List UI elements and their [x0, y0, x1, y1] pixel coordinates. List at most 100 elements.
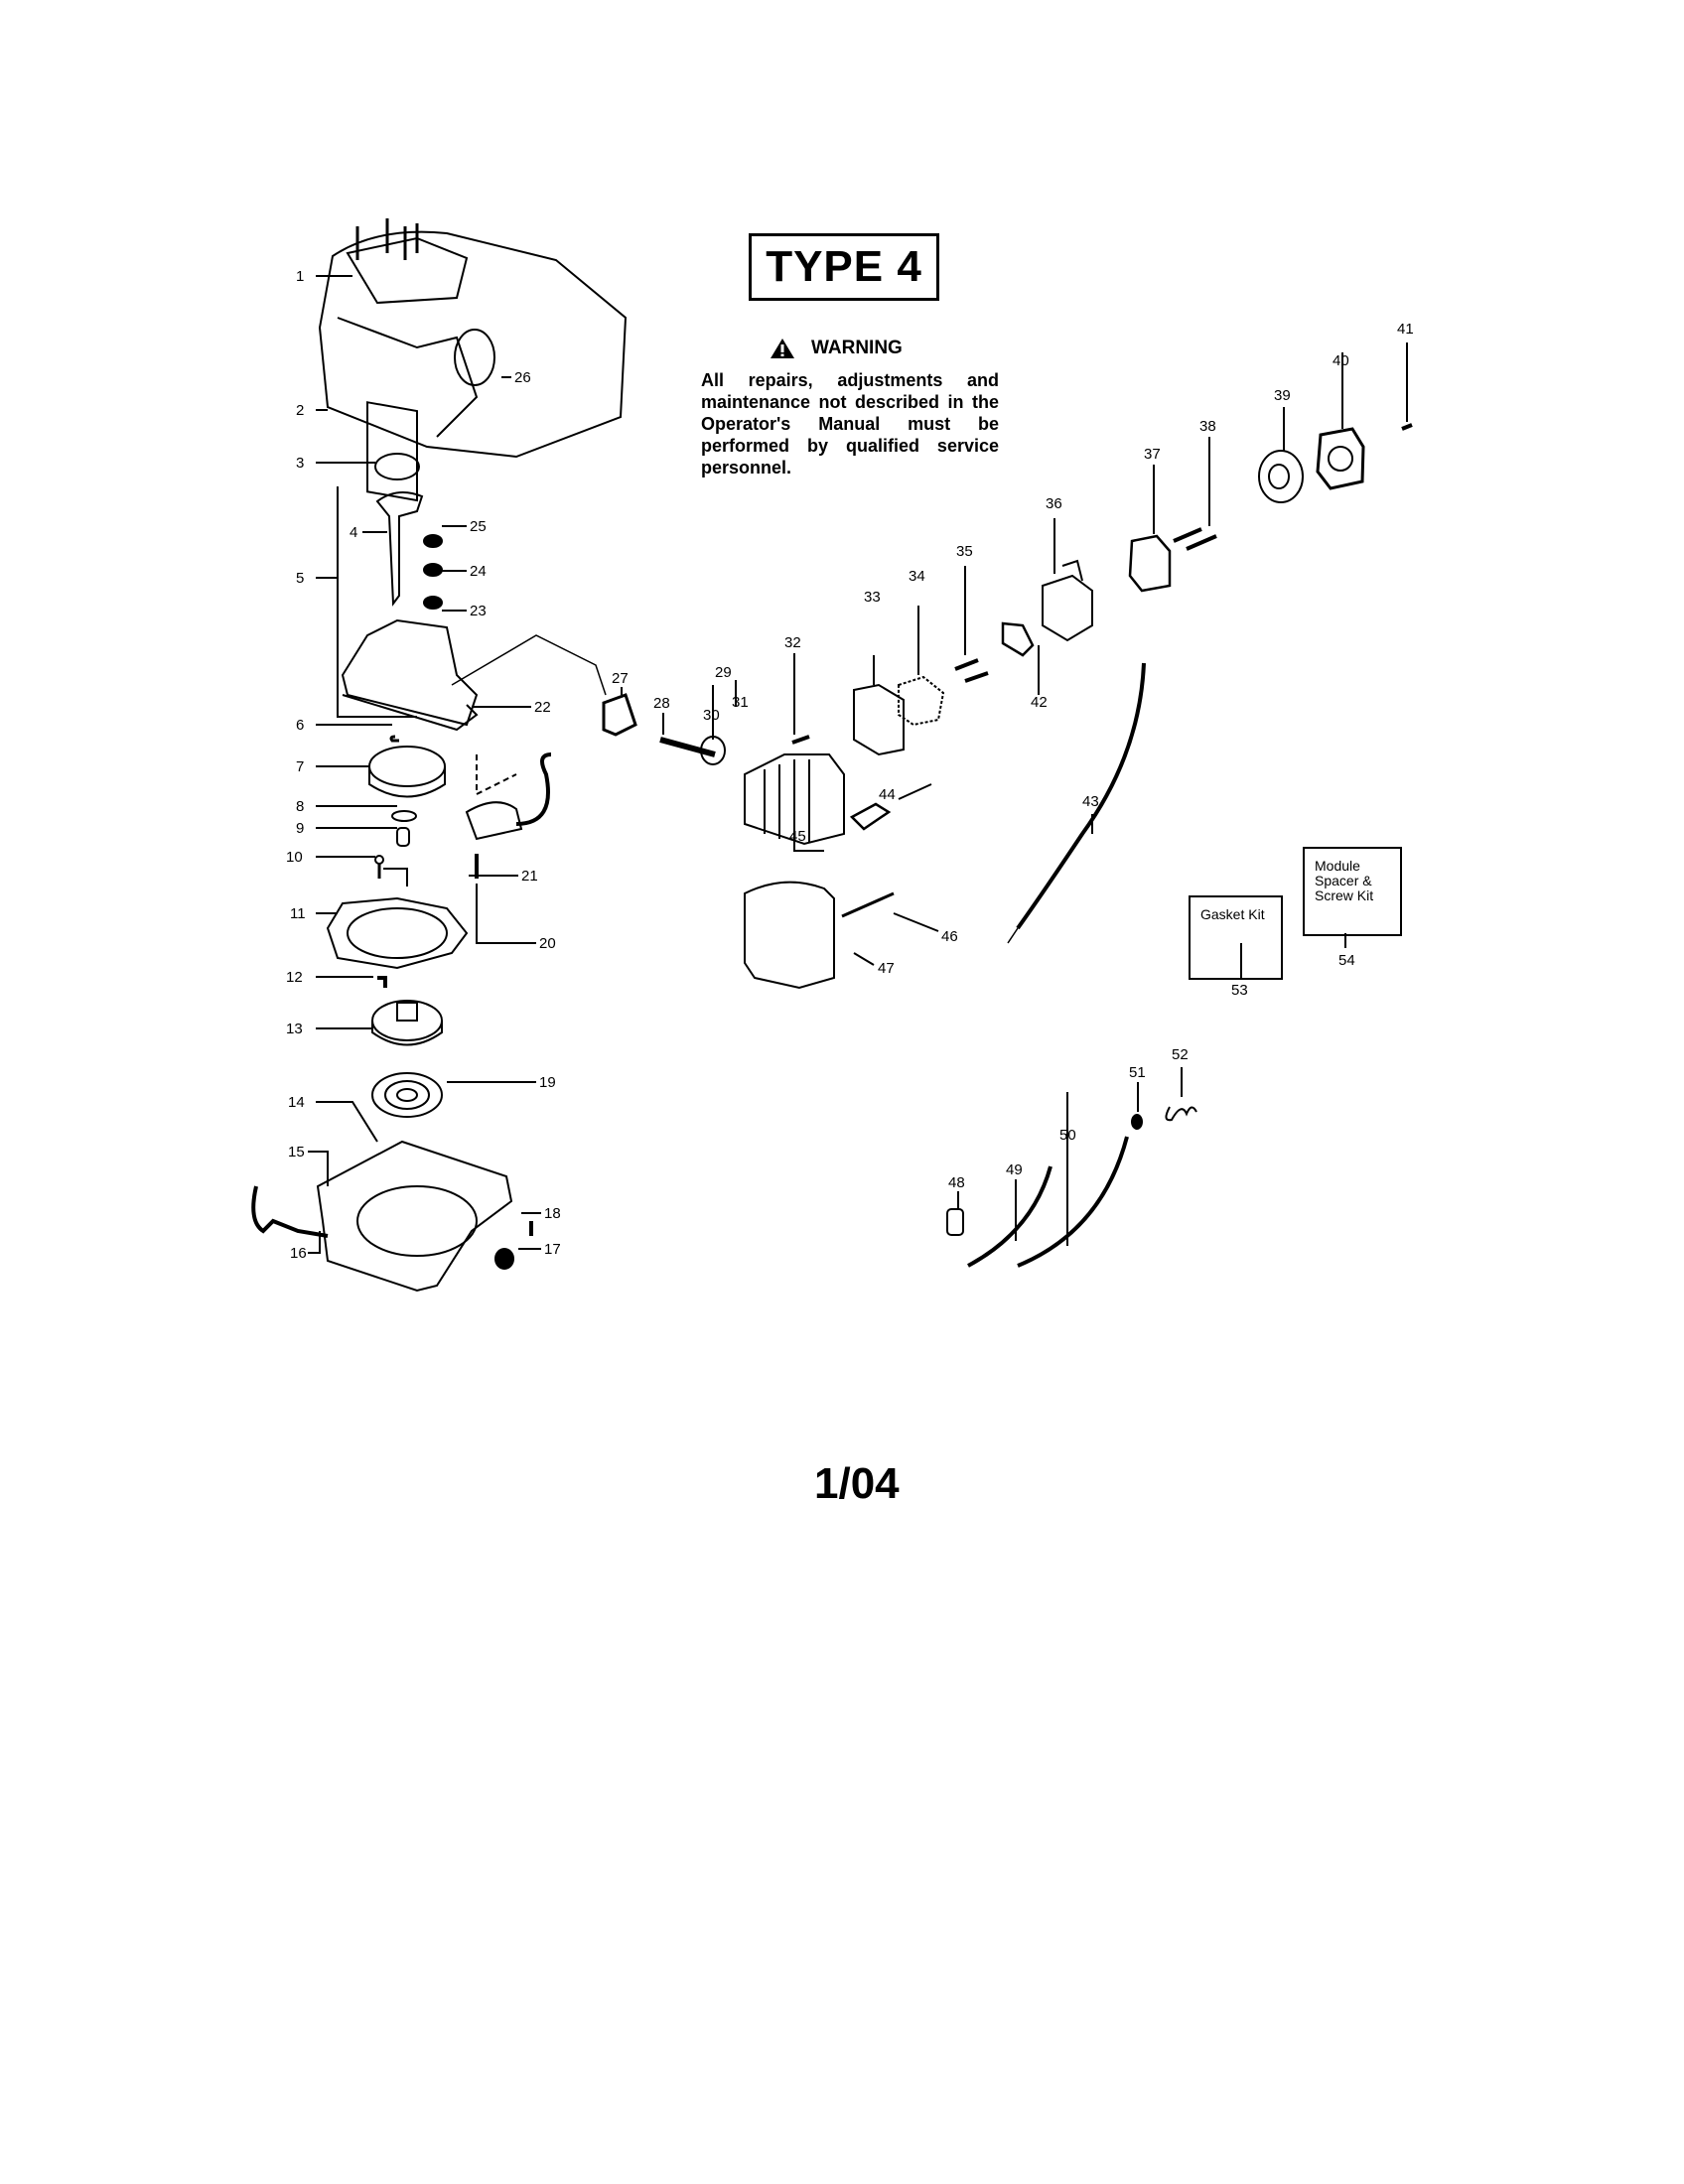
warning-text: All repairs, adjustments and maintenance… — [701, 370, 999, 478]
callout-17: 17 — [544, 1241, 561, 1258]
diagram-line — [346, 236, 469, 305]
callout-44: 44 — [879, 786, 896, 803]
diagram-line — [659, 737, 716, 757]
callout-16: 16 — [290, 1245, 307, 1262]
diagram-line — [396, 827, 410, 847]
callout-3: 3 — [296, 455, 304, 472]
engine-cover — [318, 230, 628, 459]
diagram-line — [423, 563, 443, 577]
callout-19: 19 — [539, 1074, 556, 1091]
diagram-line — [308, 275, 541, 1254]
callout-8: 8 — [296, 798, 304, 815]
diagram-line — [423, 596, 443, 610]
diagram-line — [791, 735, 810, 745]
callout-30: 30 — [703, 707, 720, 724]
callout-26: 26 — [514, 369, 531, 386]
diagram-line — [954, 658, 989, 683]
callout-41: 41 — [1397, 321, 1414, 338]
diagram-line — [347, 907, 448, 959]
diagram-line — [1316, 427, 1365, 490]
diagram-line — [1016, 662, 1146, 930]
callout-43: 43 — [1082, 793, 1099, 810]
diagram-line — [384, 1080, 430, 1110]
diagram-line — [391, 810, 417, 822]
callout-28: 28 — [653, 695, 670, 712]
callout-15: 15 — [288, 1144, 305, 1160]
diagram-line — [898, 675, 945, 727]
callout-13: 13 — [286, 1021, 303, 1037]
callout-18: 18 — [544, 1205, 561, 1222]
diagram-line — [744, 881, 835, 990]
callout-29: 29 — [715, 664, 732, 681]
diagram-line — [342, 694, 479, 732]
page-code: 1/04 — [814, 1459, 900, 1508]
diagram-line — [366, 401, 418, 502]
diagram-line — [375, 491, 424, 607]
diagram-line — [1165, 1106, 1197, 1122]
callout-50: 50 — [1059, 1127, 1076, 1144]
diagram-line — [371, 1072, 443, 1118]
callout-34: 34 — [909, 568, 925, 585]
callout-49: 49 — [1006, 1161, 1023, 1178]
diagram-line — [476, 754, 517, 795]
diagram-line — [1328, 446, 1353, 472]
diagram-line — [1042, 574, 1093, 642]
diagram-line — [374, 855, 384, 865]
diagram-line — [355, 218, 419, 260]
diagram-line — [251, 218, 1413, 1293]
callout-24: 24 — [470, 563, 487, 580]
callout-27: 27 — [612, 670, 629, 687]
callout-42: 42 — [1031, 694, 1048, 711]
callout-31: 31 — [732, 694, 749, 711]
diagram-line — [967, 1165, 1052, 1268]
callout-11: 11 — [290, 905, 306, 922]
callout-23: 23 — [470, 603, 487, 619]
callout-14: 14 — [288, 1094, 305, 1111]
callout-46: 46 — [941, 928, 958, 945]
diagram-line — [841, 891, 895, 918]
diagram-line — [356, 1185, 478, 1257]
module-spacer-kit-box: Module Spacer & Screw Kit — [1303, 847, 1402, 936]
callout-21: 21 — [521, 868, 538, 885]
diagram-line — [476, 884, 536, 944]
callout-52: 52 — [1172, 1046, 1189, 1063]
callout-12: 12 — [286, 969, 303, 986]
diagram-line — [1017, 1136, 1129, 1268]
callout-9: 9 — [296, 820, 304, 837]
diagram-line — [337, 486, 417, 718]
diagram-line — [383, 868, 408, 887]
callout-4: 4 — [350, 524, 357, 541]
diagram-line — [396, 1002, 418, 1022]
diagram-line — [371, 1021, 443, 1046]
diagram-line — [326, 896, 469, 970]
diagram-line — [1401, 423, 1413, 431]
diagram-line — [1258, 450, 1304, 503]
diagram-line — [1131, 1114, 1143, 1130]
callout-37: 37 — [1144, 446, 1161, 463]
diagram-line — [1001, 621, 1035, 657]
callout-54: 54 — [1338, 952, 1355, 969]
callout-51: 51 — [1129, 1064, 1146, 1081]
diagram-line — [389, 735, 399, 743]
diagram-line — [341, 618, 479, 727]
diagram-line — [1173, 527, 1217, 551]
diagram-line — [946, 1208, 964, 1236]
warning-triangle-icon — [771, 339, 794, 358]
diagram-line — [396, 1088, 418, 1102]
diagram-line — [337, 317, 479, 438]
diagram-line — [251, 1185, 329, 1238]
callout-1: 1 — [296, 268, 304, 285]
callout-5: 5 — [296, 570, 304, 587]
diagram-line — [1007, 927, 1019, 944]
diagram-line — [374, 453, 420, 480]
callout-38: 38 — [1199, 418, 1216, 435]
callout-20: 20 — [539, 935, 556, 952]
callout-32: 32 — [784, 634, 801, 651]
diagram-line — [744, 753, 845, 846]
diagram-line — [621, 342, 1408, 1246]
diagram-line — [849, 802, 892, 831]
diagram-line — [368, 746, 446, 787]
diagram-line — [602, 693, 637, 737]
callout-33: 33 — [864, 589, 881, 606]
diagram-line — [465, 801, 523, 841]
